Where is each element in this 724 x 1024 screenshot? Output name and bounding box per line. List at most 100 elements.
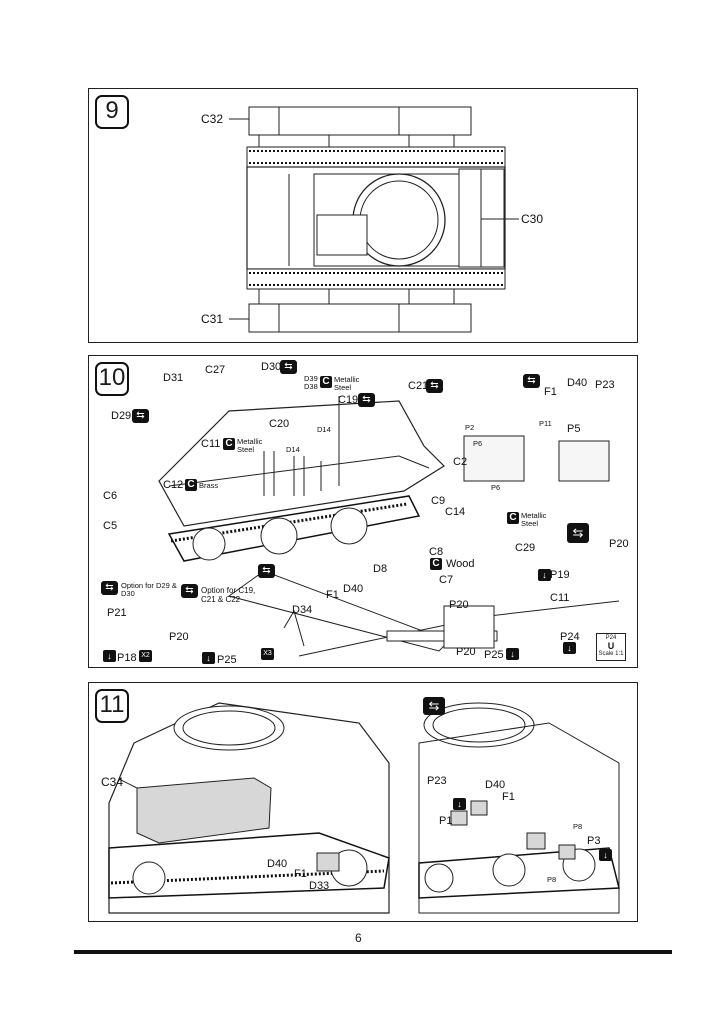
footer-rule	[74, 950, 672, 954]
label-brass: Brass	[199, 481, 219, 490]
label-p1: P1	[439, 815, 453, 827]
glue-down-icon: ↓	[202, 652, 215, 664]
glue-down-icon: ↓	[563, 642, 576, 654]
step-number: 9	[95, 95, 129, 129]
label-p3: P3	[587, 835, 601, 847]
label-c11-material: Metallic Steel	[237, 437, 263, 454]
label-option-c19-c21-c22: Option for C19, C21 & C22	[201, 586, 256, 604]
swap-arrow-icon: ⇆	[101, 581, 118, 595]
label-p19: P19	[550, 569, 570, 581]
label-p11: P11	[539, 419, 552, 428]
metallic-steel-paint-icon: C	[223, 438, 235, 450]
hull-rear-view-drawings	[108, 691, 624, 919]
label-c20: C20	[269, 418, 290, 430]
quantity-badge: X3	[261, 648, 274, 660]
label-c14-material: Metallic Steel	[521, 511, 547, 528]
label-p6: P6	[491, 483, 501, 492]
label-d34: D34	[292, 604, 313, 616]
label-d14: D14	[286, 445, 300, 454]
swap-arrow-icon: ⇆	[181, 584, 198, 598]
swap-arrow-icon: ⇆	[426, 379, 443, 393]
swap-arrow-icon: ⇆	[567, 523, 589, 543]
step-10-panel: 10 D31 C27 D30 ⇆ D39 D38 C Metallic Stee…	[88, 355, 638, 668]
label-wood: Wood	[446, 558, 475, 570]
label-d40: D40	[267, 858, 288, 870]
glue-down-icon: ↓	[453, 798, 466, 810]
scale-reference-box: P24 U Scale 1:1	[596, 633, 626, 661]
wood-paint-icon: C	[430, 558, 442, 570]
label-c2: C2	[453, 456, 468, 468]
scale-letter: U	[607, 641, 615, 651]
label-p6: P6	[473, 439, 483, 448]
label-c11: C11	[550, 592, 570, 604]
label-p2: P2	[465, 423, 475, 432]
label-c32: C32	[201, 112, 224, 126]
label-p18: P18	[117, 652, 137, 664]
hull-assembly-drawing	[158, 396, 620, 657]
label-c34: C34	[101, 775, 124, 789]
label-d40b: D40	[567, 377, 588, 389]
step-11-panel: 11 C34 D40 F1 D33 ⇆ P23 D40 F1 P1 ↓ P8 P…	[88, 682, 638, 922]
label-p20: P20	[609, 538, 629, 550]
label-p23: P23	[427, 775, 447, 787]
swap-arrow-icon: ⇆	[358, 393, 375, 407]
label-c6: C6	[103, 490, 118, 502]
label-p20: P20	[169, 631, 189, 643]
label-c11: C11	[201, 438, 221, 450]
label-d8: D8	[373, 563, 388, 575]
label-c5: C5	[103, 520, 118, 532]
label-c12: C12	[163, 479, 184, 491]
scale-part: P24	[605, 635, 617, 641]
label-d31: D31	[163, 372, 184, 384]
label-d40b: D40	[485, 779, 506, 791]
label-d39: D39	[304, 374, 318, 383]
label-p20: P20	[456, 646, 476, 658]
label-d29: D29	[111, 410, 132, 422]
glue-down-icon: ↓	[103, 650, 116, 662]
label-d38: D38	[304, 382, 318, 391]
page-number: 6	[355, 931, 362, 945]
label-p23: P23	[595, 379, 615, 391]
label-c30: C30	[521, 212, 544, 226]
swap-arrow-icon: ⇆	[280, 360, 297, 374]
label-p25: P25	[484, 649, 504, 661]
step-9-panel: 9	[88, 88, 638, 343]
glue-down-icon: ↓	[599, 849, 612, 861]
label-c9: C9	[431, 495, 446, 507]
label-c19: C19	[338, 394, 359, 406]
swap-arrow-icon: ⇆	[423, 697, 445, 715]
label-metallic-steel: Metallic Steel	[334, 375, 360, 392]
label-c7: C7	[439, 574, 454, 586]
label-c29: C29	[515, 542, 536, 554]
step-number: 10	[95, 362, 129, 396]
label-c8: C8	[429, 546, 444, 558]
label-c27: C27	[205, 364, 226, 376]
label-d30: D30	[261, 361, 282, 373]
label-f1: F1	[326, 589, 339, 601]
label-p24: P24	[560, 631, 580, 643]
quantity-badge: X2	[139, 650, 152, 662]
swap-arrow-icon: ⇆	[258, 564, 275, 578]
label-d14: D14	[317, 425, 331, 434]
label-f1: F1	[294, 868, 307, 880]
label-option-d29-d30: Option for D29 & D30	[121, 581, 177, 598]
label-p8: P8	[573, 822, 583, 831]
step-number: 11	[95, 689, 129, 723]
glue-down-icon: ↓	[538, 569, 551, 581]
metallic-steel-paint-icon: C	[320, 376, 332, 388]
swap-arrow-icon: ⇆	[523, 374, 540, 388]
scale-ratio: Scale 1:1	[598, 651, 624, 657]
metallic-steel-paint-icon: C	[507, 512, 519, 524]
label-p20: P20	[449, 599, 469, 611]
brass-paint-icon: C	[185, 479, 197, 491]
label-d33: D33	[309, 880, 330, 892]
label-p8: P8	[547, 875, 557, 884]
label-c21: C21	[408, 380, 429, 392]
label-c14: C14	[445, 506, 466, 518]
label-p5: P5	[567, 423, 581, 435]
label-f1b: F1	[544, 386, 557, 398]
label-c31: C31	[201, 312, 224, 326]
label-p21: P21	[107, 607, 127, 619]
swap-arrow-icon: ⇆	[132, 409, 149, 423]
label-d40: D40	[343, 583, 364, 595]
